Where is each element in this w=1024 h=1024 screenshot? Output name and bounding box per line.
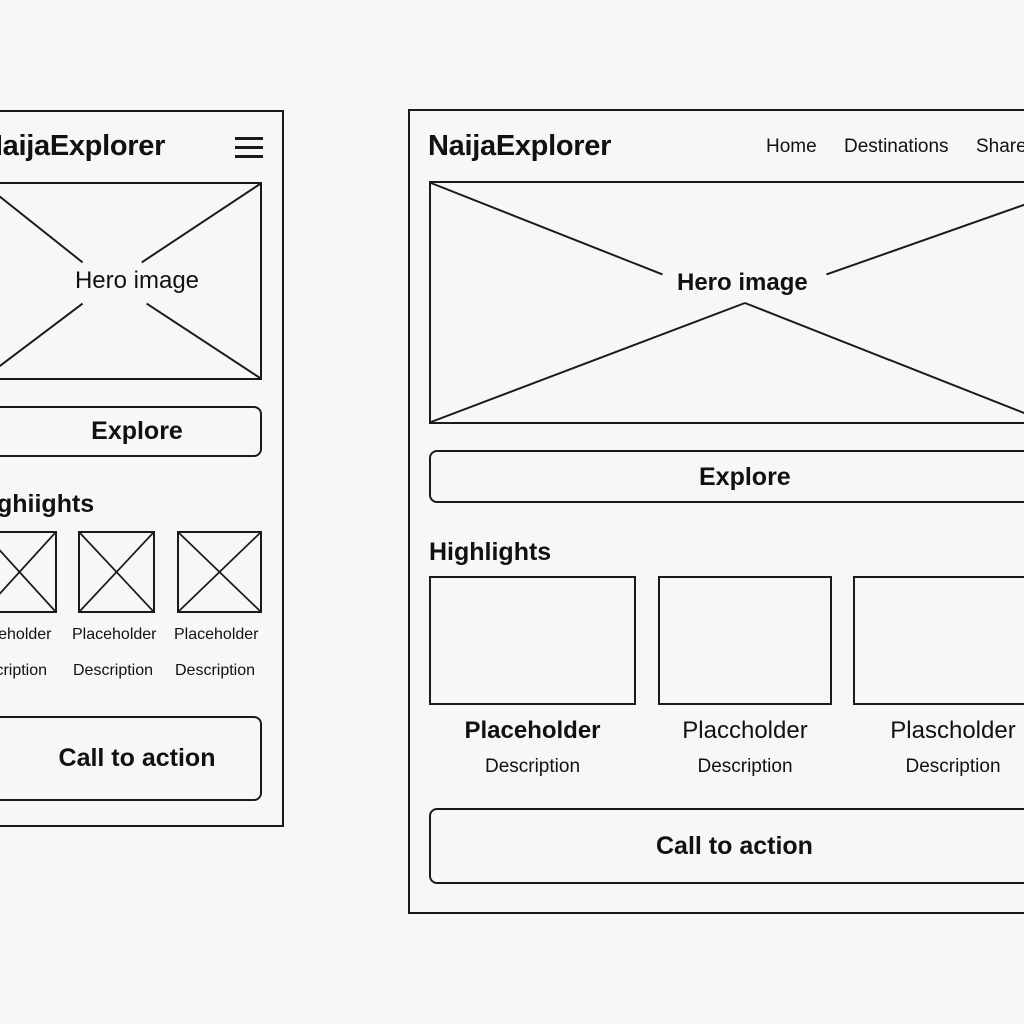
desktop-card-title: Placeholder (464, 717, 601, 744)
mobile-card-title: Placeholder (0, 626, 52, 643)
nav-link-home[interactable]: Home (766, 136, 817, 157)
mobile-cta-button[interactable]: Call to action (0, 716, 262, 801)
placeholder-cross-icon (79, 532, 154, 612)
desktop-logo[interactable]: NaijaExplorer (428, 130, 612, 162)
desktop-explore-button[interactable]: Explore (429, 450, 1024, 503)
desktop-card-image (658, 576, 832, 705)
desktop-card-image (429, 576, 636, 705)
desktop-card-description: Description (905, 756, 1001, 777)
desktop-highlights-heading: Highlights (429, 538, 552, 566)
nav-link-share[interactable]: Share (976, 136, 1024, 157)
mobile-logo[interactable]: NaijaExplorer (0, 130, 166, 162)
mobile-hero-image: Hero image (0, 182, 262, 380)
desktop-hero-image: Hero image (429, 181, 1024, 424)
placeholder-cross-icon (430, 182, 1024, 423)
desktop-cta-button[interactable]: Call to action (429, 808, 1024, 884)
mobile-explore-label: Explore (91, 417, 183, 445)
mobile-card-image (78, 531, 155, 613)
mobile-card-image (0, 531, 57, 613)
nav-link-destinations[interactable]: Destinations (844, 136, 949, 157)
desktop-card-title: Plascholder (890, 717, 1016, 744)
desktop-explore-label: Explore (699, 463, 791, 491)
desktop-cta-label: Call to action (656, 832, 813, 860)
mobile-card-description: Description (0, 662, 48, 679)
desktop-wireframe: NaijaExplorer Home Destinations Share He… (408, 109, 1024, 914)
desktop-card-image (853, 576, 1024, 705)
hamburger-menu-icon[interactable] (235, 137, 263, 158)
placeholder-cross-icon (0, 183, 261, 379)
mobile-card-title: Placeholder (174, 626, 259, 643)
mobile-highlights-heading: Highiights (0, 490, 95, 518)
mobile-card-image (177, 531, 262, 613)
placeholder-cross-icon (178, 532, 261, 612)
desktop-card-description: Description (697, 756, 793, 777)
placeholder-cross-icon (0, 532, 56, 612)
desktop-hero-label: Hero image (677, 269, 808, 296)
mobile-cta-label: Call to action (58, 744, 216, 772)
mobile-card-description: Description (175, 662, 256, 679)
desktop-card-title: Placcholder (682, 717, 808, 744)
mobile-wireframe: NaijaExplorer Hero image Explore Highiig… (0, 110, 284, 827)
mobile-card-description: Description (73, 662, 154, 679)
mobile-card-title: Placeholder (72, 626, 157, 643)
mobile-explore-button[interactable]: Explore (0, 406, 262, 457)
desktop-card-description: Description (484, 756, 581, 777)
mobile-hero-label: Hero image (74, 267, 200, 294)
